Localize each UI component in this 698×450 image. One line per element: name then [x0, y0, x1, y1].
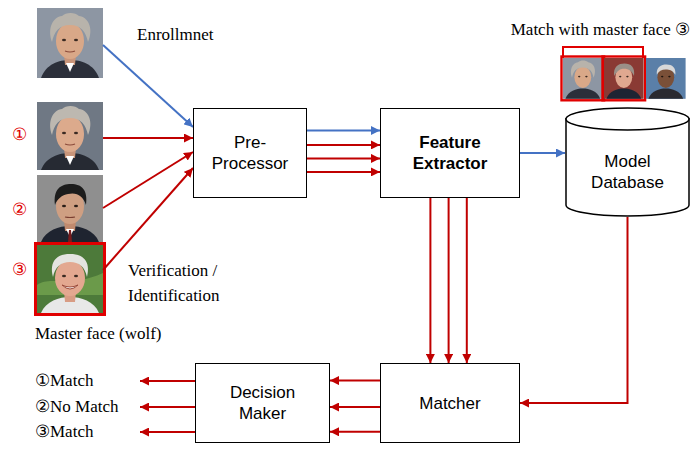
- face-photo-part: [603, 57, 646, 101]
- annotation-label: Match with master face ③: [511, 19, 690, 41]
- flow-arrow: [330, 431, 380, 433]
- input-arrow: [103, 45, 193, 127]
- face-photo-part: [55, 184, 87, 205]
- flow-arrow: [307, 130, 380, 132]
- face-photo-part: [62, 39, 66, 42]
- flow-arrow: [429, 198, 431, 363]
- annotation-label: Master face (wolf): [35, 323, 162, 345]
- flow-arrow: [307, 144, 380, 146]
- face-photo-part: [668, 76, 670, 78]
- face-photo-part: [646, 58, 686, 99]
- face-photo-part: [614, 63, 634, 76]
- annotation-label: Enrollmnet: [137, 24, 213, 46]
- input-arrow: [103, 137, 193, 139]
- face-photo-part: [574, 66, 591, 88]
- node-label: Matcher: [390, 393, 510, 414]
- face-photo-part: [62, 132, 66, 135]
- annotation-label: ③Match: [35, 421, 93, 443]
- master-face-photo: [36, 244, 105, 315]
- flow-arrow: [448, 198, 450, 363]
- face-photo-part: [50, 13, 90, 42]
- face-photo-part: [571, 60, 595, 77]
- process-box: Decision Maker: [195, 363, 330, 443]
- face-photo: [562, 57, 605, 101]
- master-face-photo-part: [62, 285, 78, 289]
- flow-arrow: [307, 157, 380, 159]
- face-photo-part: [565, 89, 600, 99]
- process-box: Pre-Processor: [193, 108, 307, 198]
- face-photo-part: [65, 51, 75, 52]
- master-face-photo-part: [37, 245, 103, 313]
- flow-arrow: [307, 171, 380, 173]
- face-photo: [646, 58, 686, 99]
- master-face-photo-part: [74, 275, 78, 278]
- node-label: Decision Maker: [207, 382, 319, 424]
- face-photo-part: [585, 76, 587, 78]
- annotation-label: ②No Match: [35, 396, 118, 418]
- face-photo-part: [66, 156, 74, 165]
- face-photo-part: [562, 57, 605, 101]
- face-photo-part: [65, 216, 75, 218]
- output-arrow: [140, 380, 195, 382]
- face-photo-part: [74, 39, 78, 42]
- flow-arrow: [330, 380, 380, 382]
- face-photo-part: [626, 76, 628, 78]
- face-photo: [603, 57, 646, 101]
- node-label: Feature Extractor: [390, 132, 510, 174]
- face-photo: [37, 102, 103, 170]
- face-photo-part: [606, 89, 641, 99]
- input-arrow: [103, 168, 193, 270]
- input-arrow: [103, 152, 193, 208]
- face-photo-part: [648, 89, 683, 99]
- master-face-photo-part: [52, 254, 88, 277]
- face-photo-part: [619, 76, 621, 78]
- face-photo: [37, 175, 103, 242]
- callout-number: ③: [12, 259, 27, 281]
- face-photo-part: [578, 76, 580, 78]
- face-photo-part: [65, 144, 75, 145]
- face-photo-part: [66, 63, 74, 72]
- face-photo-part: [74, 205, 78, 208]
- face-photo-part: [657, 65, 676, 75]
- face-photo-part: [56, 23, 84, 59]
- node-label: Pre-Processor: [202, 132, 298, 174]
- output-arrow: [140, 431, 195, 433]
- process-box: Feature Extractor: [380, 108, 520, 198]
- flow-arrow: [520, 152, 565, 154]
- node-label: Model Database: [578, 151, 678, 193]
- face-photo-part: [661, 76, 663, 78]
- face-photo-part: [74, 132, 78, 135]
- callout-number: ②: [12, 199, 27, 221]
- annotation-label: Verification / Identification: [128, 258, 253, 308]
- face-photo-part: [37, 175, 103, 242]
- master-face-photo-part: [62, 275, 66, 278]
- flow-arrow: [330, 406, 380, 408]
- flow-arrow: [466, 198, 468, 363]
- face-photo-part: [68, 230, 72, 242]
- master-face-photo-part: [36, 244, 105, 315]
- face-photo-part: [37, 102, 103, 170]
- master-face-photo-part: [55, 260, 85, 296]
- face-photo-part: [604, 58, 644, 99]
- callout-number: ①: [12, 124, 27, 146]
- flow-arrow: [520, 217, 628, 403]
- face-photo-part: [50, 106, 90, 135]
- face-photo: [37, 8, 103, 78]
- output-arrow: [140, 406, 195, 408]
- database-outline: [566, 108, 689, 130]
- face-photo-part: [37, 8, 103, 78]
- face-photo-part: [56, 116, 84, 152]
- process-box: Matcher: [380, 363, 520, 443]
- face-photo-part: [62, 205, 66, 208]
- face-photo-part: [563, 58, 603, 99]
- match-bracket: [563, 47, 643, 58]
- database-outline: [566, 118, 689, 216]
- database-cylinder: Model Database: [565, 107, 690, 217]
- annotation-label: ①Match: [35, 370, 93, 392]
